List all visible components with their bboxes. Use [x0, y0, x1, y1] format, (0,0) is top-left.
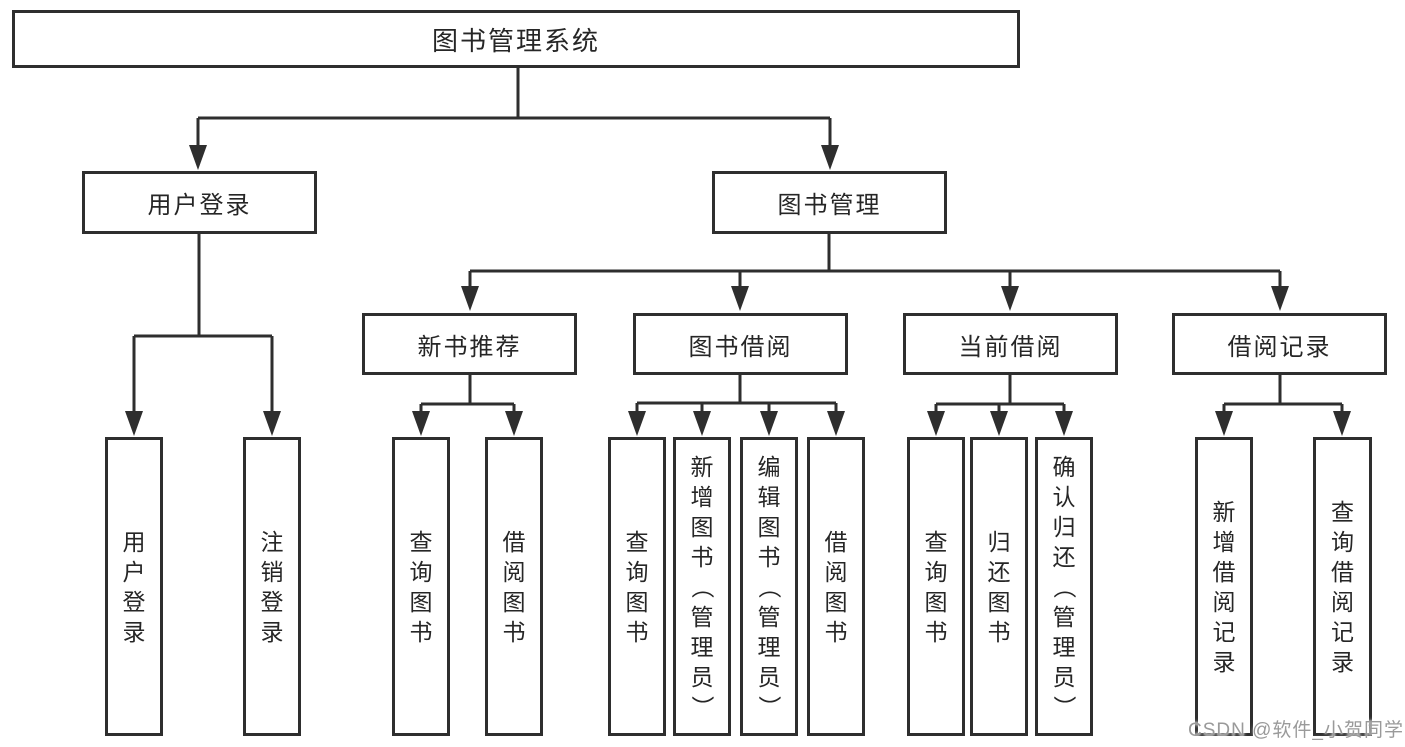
node-current-borrow-label: 当前借阅 [958, 333, 1063, 361]
arrowhead-icon [1001, 286, 1019, 311]
node-user-login-label: 用户登录 [147, 192, 252, 219]
leaf-query-borrow-record: 查询借阅记录 [1313, 437, 1372, 736]
node-root: 图书管理系统 [12, 10, 1020, 68]
leaf-add-borrow-record-label: 新增借阅记录 [1212, 498, 1236, 675]
leaf-logout: 注销登录 [243, 437, 301, 736]
leaf-borrow-query-book: 查询图书 [608, 437, 666, 736]
arrowhead-icon [412, 411, 430, 436]
arrowhead-icon [628, 411, 646, 436]
arrowhead-icon [263, 411, 281, 436]
leaf-recommend-borrow-book: 借阅图书 [485, 437, 543, 736]
node-current-borrow: 当前借阅 [903, 313, 1118, 375]
node-book-borrow: 图书借阅 [633, 313, 848, 375]
leaf-recommend-borrow-book-label: 借阅图书 [502, 528, 526, 645]
leaf-add-borrow-record: 新增借阅记录 [1195, 437, 1253, 736]
leaf-add-book-admin-label: 新增图书（管理员） [689, 453, 715, 719]
arrowhead-icon [821, 145, 839, 170]
node-borrow-records: 借阅记录 [1172, 313, 1387, 375]
node-root-label: 图书管理系统 [431, 25, 600, 56]
node-book-management: 图书管理 [712, 171, 947, 234]
node-book-management-label: 图书管理 [777, 192, 882, 219]
leaf-return-book-label: 归还图书 [987, 528, 1011, 645]
leaf-return-book: 归还图书 [970, 437, 1028, 736]
node-book-borrow-label: 图书借阅 [688, 333, 793, 361]
node-borrow-records-label: 借阅记录 [1227, 333, 1332, 361]
leaf-current-query-book-label: 查询图书 [924, 528, 948, 645]
arrowhead-icon [1271, 286, 1289, 311]
node-new-book-recommend: 新书推荐 [362, 313, 577, 375]
arrowhead-icon [1215, 411, 1233, 436]
leaf-query-borrow-record-label: 查询借阅记录 [1331, 498, 1354, 675]
arrowhead-icon [827, 411, 845, 436]
leaf-recommend-query-book: 查询图书 [392, 437, 450, 736]
arrowhead-icon [461, 286, 479, 311]
leaf-user-login-label: 用户登录 [122, 528, 146, 645]
arrowhead-icon [731, 286, 749, 311]
node-new-book-recommend-label: 新书推荐 [417, 333, 522, 361]
leaf-user-login: 用户登录 [105, 437, 163, 736]
arrowhead-icon [505, 411, 523, 436]
leaf-current-query-book: 查询图书 [907, 437, 965, 736]
arrowhead-icon [990, 411, 1008, 436]
leaf-confirm-return-admin-label: 确认归还（管理员） [1051, 453, 1077, 719]
arrowhead-icon [693, 411, 711, 436]
leaf-confirm-return-admin: 确认归还（管理员） [1035, 437, 1093, 736]
csdn-watermark: CSDN @软件_小贺同学 [1188, 720, 1404, 741]
leaf-borrow-book: 借阅图书 [807, 437, 865, 736]
arrowhead-icon [189, 145, 207, 170]
leaf-edit-book-admin-label: 编辑图书（管理员） [756, 453, 782, 719]
arrowhead-icon [927, 411, 945, 436]
arrowhead-icon [760, 411, 778, 436]
arrowheads-group [125, 145, 1351, 436]
leaf-edit-book-admin: 编辑图书（管理员） [740, 437, 798, 736]
leaf-borrow-book-label: 借阅图书 [824, 528, 848, 645]
arrowhead-icon [1055, 411, 1073, 436]
arrowhead-icon [1333, 411, 1351, 436]
leaf-recommend-query-book-label: 查询图书 [409, 528, 433, 645]
arrowhead-icon [125, 411, 143, 436]
leaf-borrow-query-book-label: 查询图书 [625, 528, 649, 645]
node-user-login: 用户登录 [82, 171, 317, 234]
connector-lines [132, 68, 1344, 412]
leaf-logout-label: 注销登录 [260, 528, 284, 645]
leaf-add-book-admin: 新增图书（管理员） [673, 437, 731, 736]
